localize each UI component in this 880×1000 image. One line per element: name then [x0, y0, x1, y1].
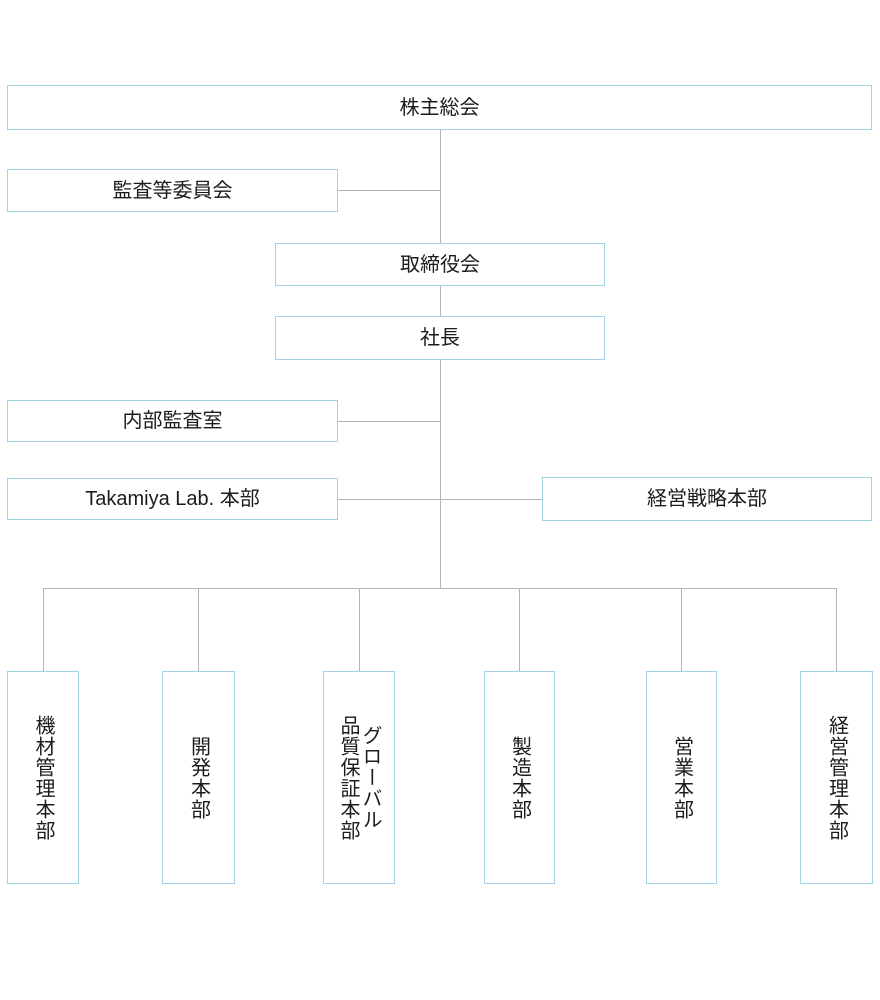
connector-lab-strategy-branch [338, 499, 542, 500]
node-president: 社長 [275, 316, 605, 360]
connector-audit-committee-branch [338, 190, 440, 191]
node-label: 機材管理本部 [32, 714, 54, 841]
node-takamiya-lab-hq: Takamiya Lab. 本部 [7, 478, 338, 520]
connector-board-to-president [440, 286, 441, 316]
node-label-vertical: 開発本部 [188, 736, 210, 820]
node-division-global-quality-assurance: グローバル 品質保証本部 [323, 671, 395, 884]
node-label-line1: グローバル [359, 725, 381, 830]
node-label-vertical: 製造本部 [509, 736, 531, 820]
node-division-development: 開発本部 [162, 671, 235, 884]
node-division-sales: 営業本部 [646, 671, 717, 884]
node-label: 株主総会 [399, 96, 480, 119]
connector-drop-quality [359, 588, 360, 671]
node-division-administration: 経営管理本部 [800, 671, 873, 884]
connector-divisions-bar [43, 588, 837, 589]
connector-drop-development [198, 588, 199, 671]
node-division-equipment-management: 機材管理本部 [7, 671, 79, 884]
node-label: 経営戦略本部 [647, 488, 767, 510]
node-label-vertical: グローバル 品質保証本部 [337, 715, 381, 841]
node-board-of-directors: 取締役会 [275, 243, 605, 286]
node-division-manufacturing: 製造本部 [484, 671, 555, 884]
connector-internal-audit-branch [338, 421, 440, 422]
node-label: 製造本部 [508, 735, 531, 820]
node-label: 取締役会 [400, 253, 480, 276]
connector-drop-equipment [43, 588, 44, 671]
node-label: 監査等委員会 [112, 179, 233, 202]
node-label-vertical: 営業本部 [671, 736, 693, 820]
connector-president-to-divisions [440, 360, 441, 588]
connector-drop-manufacturing [519, 588, 520, 671]
node-shareholders-meeting: 株主総会 [7, 85, 872, 130]
node-management-strategy-hq: 経営戦略本部 [542, 477, 872, 521]
node-label: 内部監査室 [122, 410, 223, 432]
node-label: 経営管理本部 [825, 714, 848, 841]
node-label-vertical: 経営管理本部 [826, 715, 848, 841]
node-label-vertical: 機材管理本部 [32, 715, 54, 841]
node-label: Takamiya Lab. 本部 [85, 488, 260, 510]
node-label: 社長 [420, 327, 460, 349]
connector-shareholders-to-board [440, 130, 441, 243]
node-label-line2: 品質保証本部 [337, 714, 359, 841]
node-label: 営業本部 [670, 735, 693, 820]
connector-drop-admin [836, 588, 837, 671]
node-internal-audit-office: 内部監査室 [7, 400, 338, 442]
node-audit-committee: 監査等委員会 [7, 169, 338, 212]
node-label: 開発本部 [187, 735, 210, 820]
connector-drop-sales [681, 588, 682, 671]
